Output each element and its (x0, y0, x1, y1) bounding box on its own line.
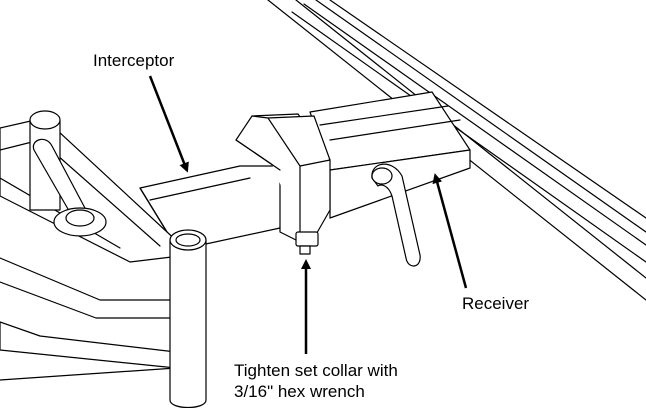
vertical-post-front (169, 229, 207, 408)
frame-lock-pin (32, 138, 107, 237)
set-collar (235, 113, 331, 255)
set-collar-instruction-line1: Tighten set collar with (234, 361, 398, 380)
interceptor-arrow (148, 75, 189, 173)
interceptor-tube (139, 165, 283, 251)
set-collar-instruction: Tighten set collar with 3/16" hex wrench (234, 360, 398, 402)
interceptor-label: Interceptor (93, 51, 175, 70)
receiver-label: Receiver (462, 294, 530, 313)
set-collar-instruction-line2: 3/16" hex wrench (234, 382, 365, 401)
hitch-frame (0, 117, 183, 381)
receiver-arrow (432, 173, 468, 289)
receiver-tube (309, 91, 471, 219)
hitch-pin (371, 163, 421, 267)
